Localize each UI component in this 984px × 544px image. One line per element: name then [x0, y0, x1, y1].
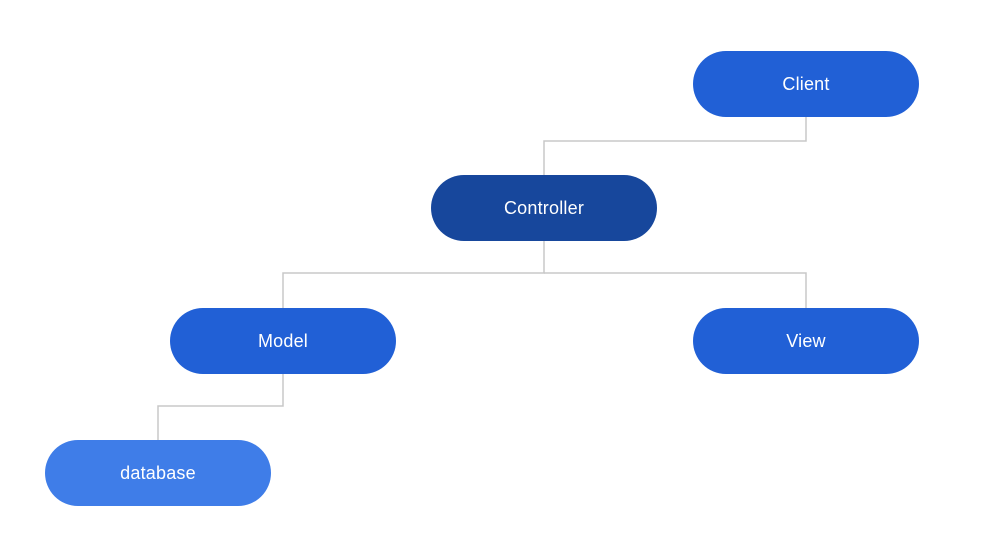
view-node[interactable]: View — [693, 308, 919, 374]
edge-model-database — [157, 373, 284, 440]
database-node[interactable]: database — [45, 440, 271, 506]
controller-node-label: Controller — [503, 197, 585, 218]
database-node-label: database — [120, 462, 196, 483]
client-node-label: Client — [782, 73, 830, 94]
controller-node[interactable]: Controller — [431, 175, 657, 241]
edge-controller-model — [282, 240, 545, 308]
client-node[interactable]: Client — [693, 51, 919, 117]
model-node[interactable]: Model — [170, 308, 396, 374]
model-node-label: Model — [257, 330, 309, 351]
view-node-label: View — [786, 330, 826, 351]
edge-client-controller — [543, 116, 807, 175]
edge-controller-view — [544, 272, 807, 308]
